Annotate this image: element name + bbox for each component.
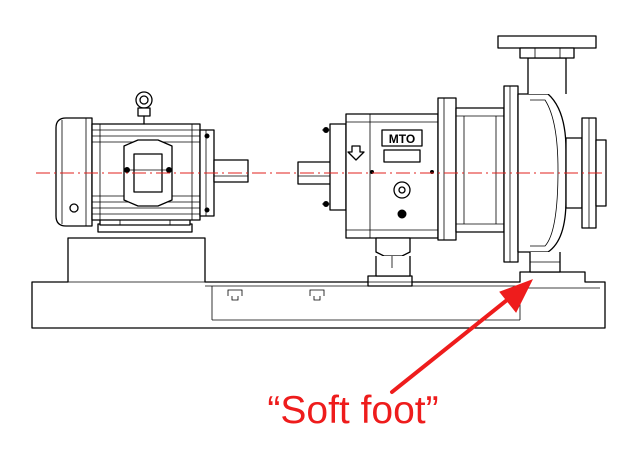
motor bbox=[55, 91, 249, 233]
soft-foot-label: “Soft foot” bbox=[267, 389, 439, 432]
baseplate bbox=[31, 237, 606, 329]
pump: MTO bbox=[297, 35, 607, 277]
arrow-down-icon bbox=[347, 145, 365, 161]
mto-badge-label: MTO bbox=[389, 132, 415, 146]
mto-badge bbox=[381, 129, 423, 147]
soft-foot-arrow bbox=[390, 279, 534, 394]
